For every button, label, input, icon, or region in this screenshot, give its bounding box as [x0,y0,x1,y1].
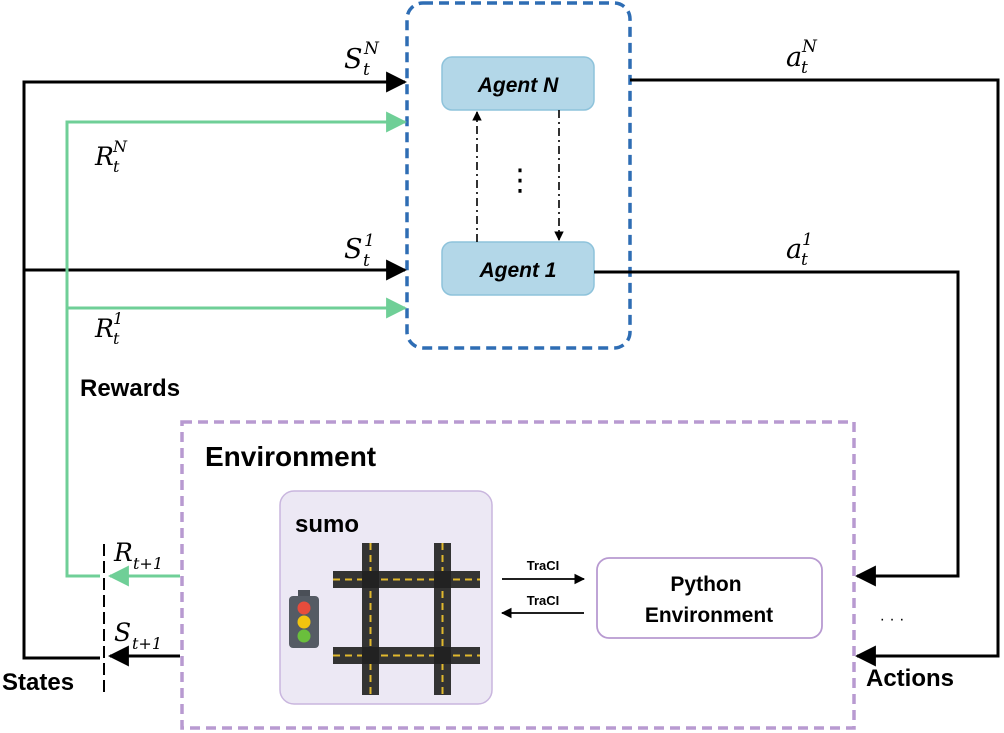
svg-text:t: t [801,250,808,270]
state-1-label: S t 1 [344,231,375,271]
agent-ellipsis: ⋮ [505,164,535,197]
state-line-n [22,71,408,660]
agent-1-label: Agent 1 [478,259,556,282]
svg-text:t: t [801,58,808,78]
svg-text:N: N [363,39,380,59]
svg-text:a: a [786,42,802,73]
svg-text:t+1: t+1 [132,634,162,653]
action-n-label: a t N [786,37,818,78]
sumo-label: sumo [295,511,359,538]
action-line-1 [594,270,960,587]
action-line-n [630,78,1000,667]
rewards-label: Rewards [80,375,180,402]
reward-1-label: R t 1 [94,309,123,348]
svg-text:t: t [113,157,120,176]
svg-text:R: R [113,538,133,567]
agent-n-label: Agent N [477,74,559,97]
svg-text:N: N [112,137,128,156]
state-next-label: S t+1 [114,618,162,653]
svg-text:S: S [344,234,363,265]
svg-text:R: R [94,142,114,171]
action-1-label: a t 1 [786,230,813,270]
svg-text:t: t [113,329,120,348]
python-environment-box: Python Environment [596,557,823,639]
python-label-line1: Python [670,573,741,596]
svg-text:t+1: t+1 [133,554,163,573]
svg-text:R: R [94,314,114,343]
svg-text:N: N [801,37,818,57]
environment-title: Environment [205,441,376,472]
svg-text:t: t [363,251,370,271]
reward-line-n [65,111,408,578]
states-label: States [2,669,74,696]
environment-container [180,420,856,730]
agents-container [405,1,632,350]
traffic-light-icon [289,590,319,648]
svg-text:1: 1 [113,309,123,328]
agent-n-node: Agent N [441,56,595,111]
state-n-label: S t N [344,39,380,80]
svg-text:1: 1 [802,230,813,250]
svg-text:S: S [344,44,363,75]
actions-label: Actions [866,665,954,692]
svg-text:S: S [114,618,131,647]
reward-n-label: R t N [94,137,128,176]
road-grid-icon [333,543,480,695]
agent-1-node: Agent 1 [441,241,595,296]
svg-text:1: 1 [364,231,375,251]
actions-ellipsis: · · · [880,611,905,628]
python-label-line2: Environment [645,604,773,627]
reward-next-label: R t+1 [113,538,163,573]
svg-text:a: a [786,234,802,265]
traci-bottom-label: TraCI [527,593,560,608]
svg-text:t: t [363,60,370,80]
traci-top-label: TraCI [527,558,560,573]
